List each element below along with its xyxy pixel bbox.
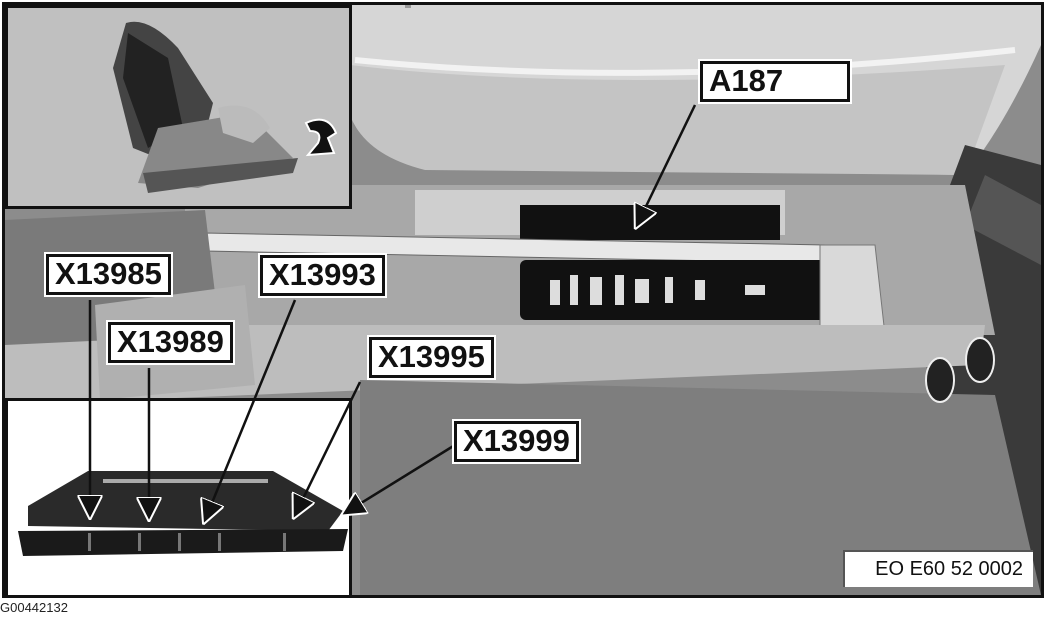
callout-x13989: X13989 (108, 322, 233, 363)
callout-x13999: X13999 (454, 421, 579, 462)
figure-id: G00442132 (0, 600, 68, 615)
callout-x13993: X13993 (260, 255, 385, 296)
callout-x13985: X13985 (46, 254, 171, 295)
module-connector-illustration (18, 471, 348, 556)
diagram-frame: A187 X13985 X13989 X13993 X13995 X13999 … (2, 2, 1044, 598)
seat-thumbnail (113, 21, 298, 193)
seat-overview-inset (5, 5, 352, 209)
callout-x13995: X13995 (369, 337, 494, 378)
leader-lines (5, 104, 697, 595)
rotation-arrow-icon (304, 118, 338, 157)
reference-code: EO E60 52 0002 (843, 550, 1033, 587)
callout-a187: A187 (700, 61, 850, 102)
connector-detail-inset (5, 398, 352, 595)
